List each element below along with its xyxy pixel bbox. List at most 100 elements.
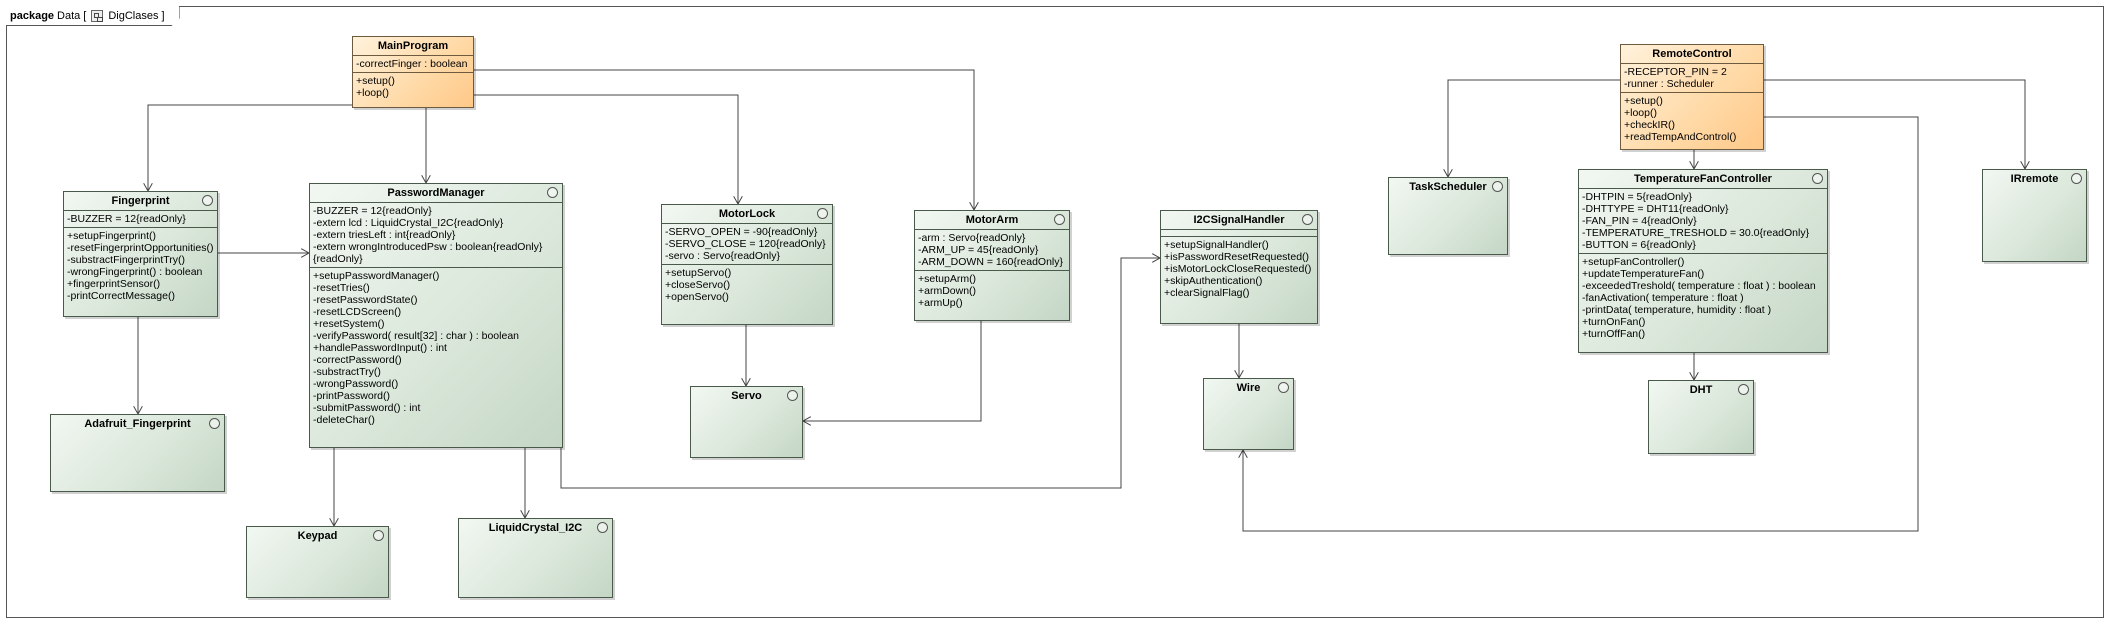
class-name: RemoteControl xyxy=(1652,48,1732,60)
attribute: -BUZZER = 12{readOnly} xyxy=(67,213,186,225)
attribute: -DHTTYPE = DHT11{readOnly} xyxy=(1582,203,1729,215)
attributes-compartment: -DHTPIN = 5{readOnly} -DHTTYPE = DHT11{r… xyxy=(1579,189,1827,254)
class-name: Keypad xyxy=(297,530,338,542)
edge-motorarm-to-servo xyxy=(803,321,982,421)
package-name: Data xyxy=(57,9,81,22)
attribute: -SERVO_OPEN = -90{readOnly} xyxy=(665,226,818,238)
operation: -correctPassword() xyxy=(313,354,402,366)
attributes-compartment: -BUZZER = 12{readOnly} -extern lcd : Liq… xyxy=(310,203,562,268)
operation: +isPasswordResetRequested() xyxy=(1164,251,1310,263)
edge-remote-to-wire xyxy=(1243,116,1919,532)
class-motorarm[interactable]: MotorArm -arm : Servo{readOnly} -ARM_UP … xyxy=(914,210,1070,321)
package-frame xyxy=(6,6,2104,618)
attribute: -FAN_PIN = 4{readOnly} xyxy=(1582,215,1697,227)
class-stereotype-icon xyxy=(1738,384,1749,395)
operation: +clearSignalFlag() xyxy=(1164,287,1250,299)
operation: +updateTemperatureFan() xyxy=(1582,268,1705,280)
attributes-compartment: -correctFinger : boolean xyxy=(353,56,473,73)
operation: -resetLCDScreen() xyxy=(313,306,402,318)
class-stereotype-icon xyxy=(373,530,384,541)
class-header: MotorLock xyxy=(662,205,832,224)
operations-compartment: +setupFanController() +updateTemperature… xyxy=(1579,254,1827,342)
operation: -fanActivation( temperature : float ) xyxy=(1582,292,1744,304)
class-passwordmanager[interactable]: PasswordManager -BUZZER = 12{readOnly} -… xyxy=(309,183,563,448)
attribute: -BUZZER = 12{readOnly} xyxy=(313,205,432,217)
operation: -printPassword() xyxy=(313,390,391,402)
operation: -wrongFingerprint() : boolean xyxy=(67,266,203,278)
class-header: DHT xyxy=(1649,381,1753,399)
class-name: Wire xyxy=(1236,382,1261,394)
operation: -wrongPassword() xyxy=(313,378,399,390)
operation: +readTempAndControl() xyxy=(1624,131,1737,143)
class-adafruit-fingerprint[interactable]: Adafruit_Fingerprint xyxy=(50,414,225,492)
class-header: Adafruit_Fingerprint xyxy=(51,415,224,433)
class-header: PasswordManager xyxy=(310,184,562,203)
operation: +turnOffFan() xyxy=(1582,328,1646,340)
operation: +turnOnFan() xyxy=(1582,316,1646,328)
class-name: LiquidCrystal_I2C xyxy=(488,522,583,534)
operation: -exceededTreshold( temperature : float )… xyxy=(1582,280,1816,292)
operation: -printData( temperature, humidity : floa… xyxy=(1582,304,1772,316)
attribute: -SERVO_CLOSE = 120{readOnly} xyxy=(665,238,826,250)
operation: +setupServo() xyxy=(665,267,732,279)
class-name: I2CSignalHandler xyxy=(1193,214,1285,226)
attributes-compartment xyxy=(1161,230,1317,237)
class-fingerprint[interactable]: Fingerprint -BUZZER = 12{readOnly} +setu… xyxy=(63,191,218,317)
operation: -substractFingerprintTry() xyxy=(67,254,186,266)
operation: -verifyPassword( result[32] : char ) : b… xyxy=(313,330,520,342)
operation: +setupFingerprint() xyxy=(67,230,156,242)
operation: +setup() xyxy=(356,75,395,87)
package-keyword: package xyxy=(10,9,55,22)
attribute: -extern wrongIntroducedPsw : boolean{rea… xyxy=(313,241,543,253)
class-motorlock[interactable]: MotorLock -SERVO_OPEN = -90{readOnly} -S… xyxy=(661,204,833,325)
attribute: -ARM_DOWN = 160{readOnly} xyxy=(918,256,1064,268)
class-stereotype-icon xyxy=(1054,214,1065,225)
attribute: -correctFinger : boolean xyxy=(356,58,468,70)
class-irremote[interactable]: IRremote xyxy=(1982,169,2087,262)
class-name: IRremote xyxy=(2010,173,2059,185)
class-name: Adafruit_Fingerprint xyxy=(84,418,191,430)
operation: +setupPasswordManager() xyxy=(313,270,440,282)
class-stereotype-icon xyxy=(2071,173,2082,184)
attributes-compartment: -arm : Servo{readOnly} -ARM_UP = 45{read… xyxy=(915,230,1069,271)
operation: -substractTry() xyxy=(313,366,381,378)
class-liquidcrystal-i2c[interactable]: LiquidCrystal_I2C xyxy=(458,518,613,598)
class-taskscheduler[interactable]: TaskScheduler xyxy=(1388,177,1508,255)
operations-compartment: +setupSignalHandler() +isPasswordResetRe… xyxy=(1161,237,1317,301)
attribute: -runner : Scheduler xyxy=(1624,78,1714,90)
operation: +handlePasswordInput() : int xyxy=(313,342,447,354)
class-temperaturefancontroller[interactable]: TemperatureFanController -DHTPIN = 5{rea… xyxy=(1578,169,1828,353)
class-name: Servo xyxy=(731,390,762,402)
operations-compartment: +setupFingerprint() -resetFingerprintOpp… xyxy=(64,228,217,304)
attribute: -servo : Servo{readOnly} xyxy=(665,250,780,262)
class-mainprogram[interactable]: MainProgram -correctFinger : boolean +se… xyxy=(352,36,474,108)
class-wire[interactable]: Wire xyxy=(1203,378,1294,450)
operations-compartment: +setupPasswordManager() -resetTries() -r… xyxy=(310,268,562,428)
operation: -submitPassword() : int xyxy=(313,402,421,414)
class-stereotype-icon xyxy=(1492,181,1503,192)
class-keypad[interactable]: Keypad xyxy=(246,526,389,598)
class-name: MotorArm xyxy=(965,214,1019,226)
class-header: IRremote xyxy=(1983,170,2086,188)
operation: +openServo() xyxy=(665,291,729,303)
operations-compartment: +setup() +loop() xyxy=(353,73,473,101)
attribute: {readOnly} xyxy=(313,253,363,265)
attribute: -arm : Servo{readOnly} xyxy=(918,232,1026,244)
class-name: PasswordManager xyxy=(387,187,485,199)
class-header: Keypad xyxy=(247,527,388,545)
operation: -resetFingerprintOpportunities() xyxy=(67,242,214,254)
class-header: MainProgram xyxy=(353,37,473,56)
class-stereotype-icon xyxy=(1302,214,1313,225)
operations-compartment: +setupArm() +armDown() +armUp() xyxy=(915,271,1069,311)
class-header: MotorArm xyxy=(915,211,1069,230)
class-header: Servo xyxy=(691,387,802,405)
class-i2csignalhandler[interactable]: I2CSignalHandler +setupSignalHandler() +… xyxy=(1160,210,1318,324)
class-remotecontrol[interactable]: RemoteControl -RECEPTOR_PIN = 2 -runner … xyxy=(1620,44,1764,150)
attribute: -RECEPTOR_PIN = 2 xyxy=(1624,66,1727,78)
attributes-compartment: -SERVO_OPEN = -90{readOnly} -SERVO_CLOSE… xyxy=(662,224,832,265)
class-dht[interactable]: DHT xyxy=(1648,380,1754,454)
class-servo[interactable]: Servo xyxy=(690,386,803,458)
class-name: MainProgram xyxy=(377,40,449,52)
diagram-name: DigClases xyxy=(108,9,159,22)
